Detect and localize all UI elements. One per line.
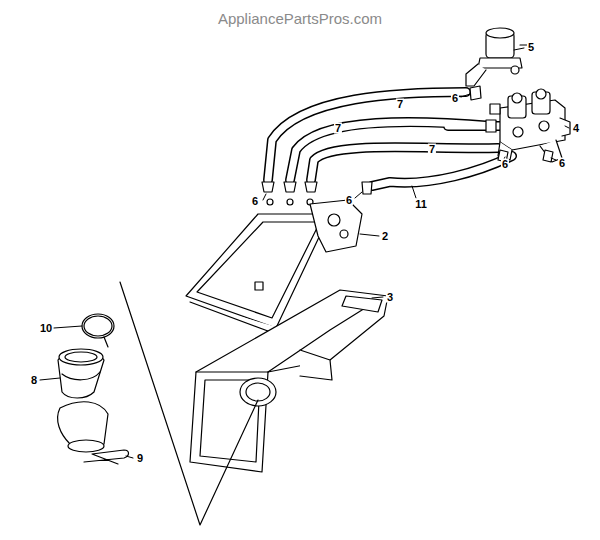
spring-clip — [84, 450, 129, 464]
callout-number: 5 — [527, 42, 535, 53]
callout-number: 7 — [428, 144, 436, 155]
callout-number: 8 — [30, 375, 38, 386]
detail-bracket — [120, 282, 258, 525]
hose-core — [268, 92, 512, 186]
hose-clamp-ring — [82, 314, 114, 347]
leader-line — [40, 48, 569, 458]
hose-clamp — [262, 86, 553, 205]
callout-number: 7 — [396, 99, 404, 110]
callout-number: 2 — [381, 231, 389, 242]
elbow-hose — [58, 402, 108, 452]
callout-number: 11 — [414, 199, 428, 210]
callout-number: 6 — [558, 158, 566, 169]
callout-number: 7 — [334, 123, 342, 134]
water-valve-single — [466, 28, 528, 86]
callout-number: 4 — [572, 123, 580, 134]
callout-number: 6 — [251, 196, 259, 207]
watermark: AppliancePartsPros.com — [218, 11, 382, 26]
bellows-hose — [58, 349, 104, 398]
callout-number: 6 — [451, 93, 459, 104]
hose-outline — [268, 92, 512, 186]
water-valve-double — [498, 89, 570, 162]
dispenser-tray — [190, 290, 388, 472]
callout-number: 10 — [39, 323, 53, 334]
callout-number: 6 — [501, 159, 509, 170]
callout-number: 9 — [136, 453, 144, 464]
callout-number: 6 — [345, 195, 353, 206]
callout-number: 3 — [386, 292, 394, 303]
